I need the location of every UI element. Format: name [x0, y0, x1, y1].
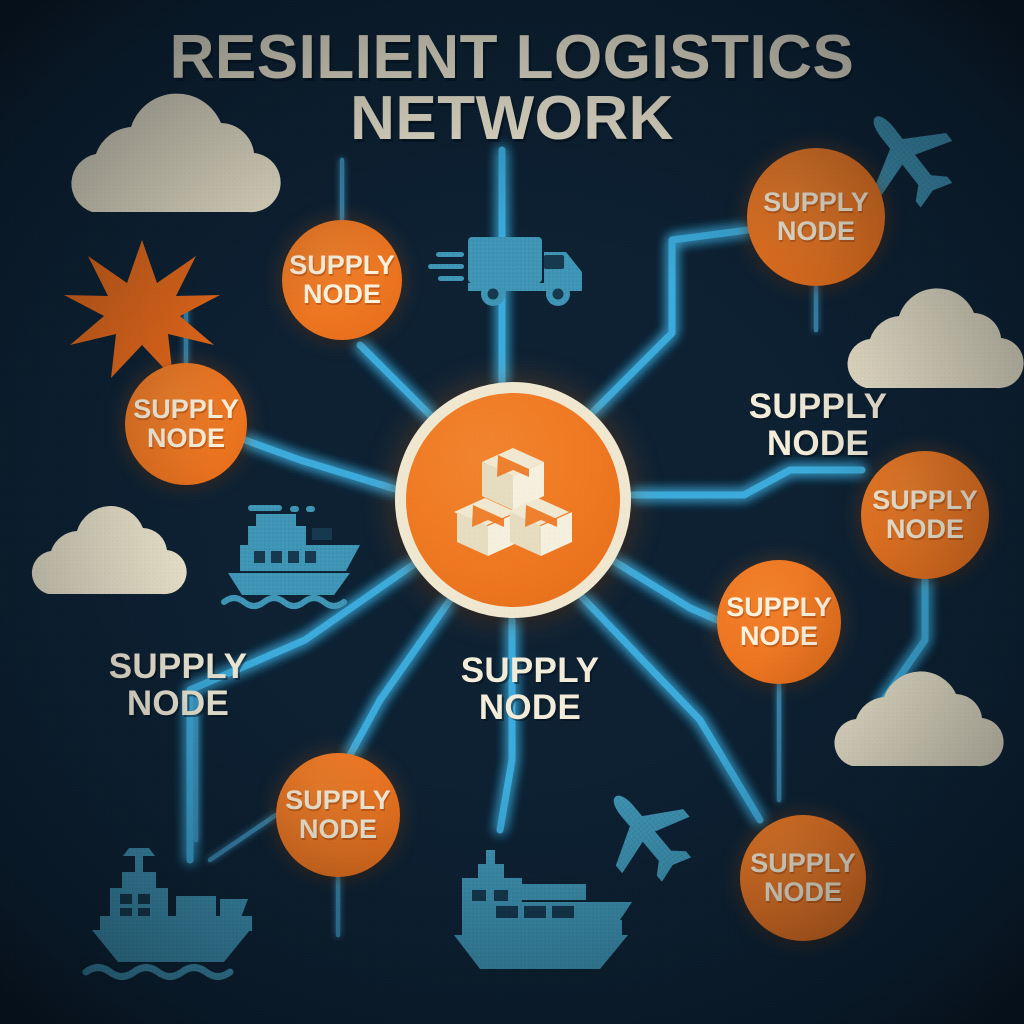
node-left[interactable]: SUPPLY NODE	[125, 363, 247, 485]
truck-icon	[428, 237, 582, 306]
node-top-right[interactable]: SUPPLY NODE	[747, 148, 885, 286]
cloud-right-lower-icon	[834, 671, 1004, 767]
stacked-boxes-icon	[454, 448, 572, 556]
node-bottom-left[interactable]: SUPPLY NODE	[276, 753, 400, 877]
ferry-icon	[454, 850, 632, 969]
cargo-ship-icon	[82, 848, 252, 980]
cloud-mid-left-icon	[31, 506, 187, 595]
node-right[interactable]: SUPPLY NODE	[861, 451, 989, 579]
cloud-right-upper-icon	[847, 288, 1024, 389]
node-right-lower[interactable]: SUPPLY NODE	[717, 560, 841, 684]
title-line-2: NETWORK	[350, 83, 674, 153]
title-line-1: RESILIENT LOGISTICS	[169, 23, 855, 92]
boat-icon	[221, 505, 360, 609]
node-bottom-right[interactable]: SUPPLY NODE	[740, 815, 866, 941]
starburst-icon	[64, 240, 220, 378]
page-title: RESILIENT LOGISTICS NETWORK	[0, 23, 1024, 153]
airplane-bottom-center-icon	[613, 795, 692, 882]
central-hub-node[interactable]	[395, 382, 631, 618]
node-top-left[interactable]: SUPPLY NODE	[282, 220, 402, 340]
